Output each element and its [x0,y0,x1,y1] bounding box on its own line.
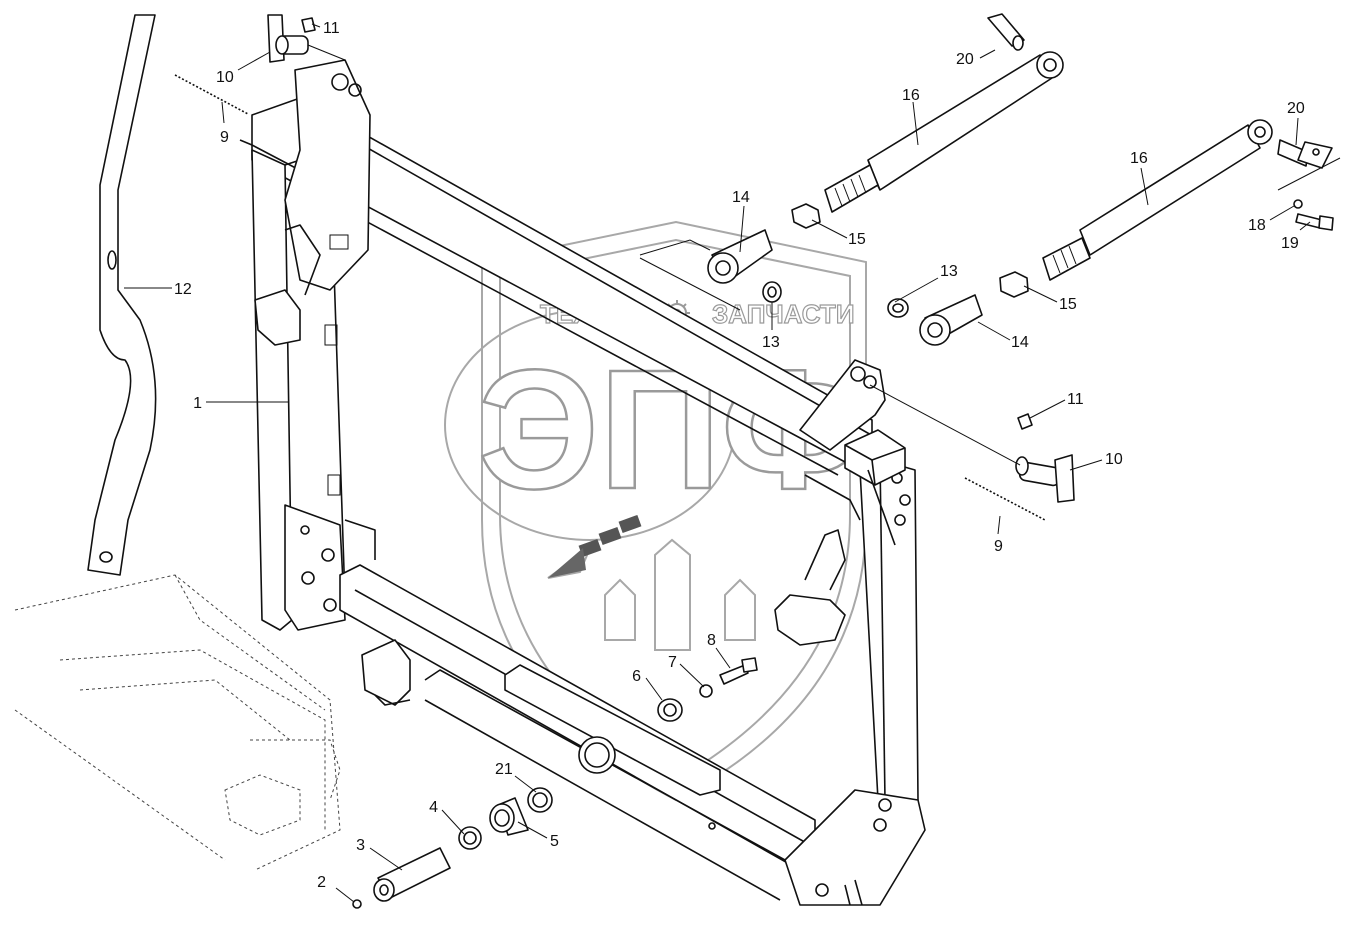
part-20-pin-lower [1277,139,1333,169]
part-14-rod-end-upper [639,229,773,311]
part-12-rod [87,14,157,576]
part-11-clip-right [1017,413,1033,430]
callout-2: 2 [317,874,326,891]
callout-12: 12 [174,281,192,298]
callout-19: 19 [1281,235,1299,252]
callout-9-left: 9 [220,129,229,146]
leader-lines [124,23,1311,903]
callout-10-left: 10 [216,69,234,86]
watermark-text-right: ЗАПЧАСТИ [712,299,855,329]
callout-10-right: 10 [1105,451,1123,468]
callout-15-upper: 15 [848,231,866,248]
callout-11-left: 11 [323,20,340,37]
callout-14-lower: 14 [1011,334,1029,351]
callout-labels: 1 2 3 4 5 6 7 8 9 9 10 10 11 11 12 13 13… [174,20,1305,891]
callout-6: 6 [632,668,641,685]
part-13-washer-lower [887,298,909,318]
part-15-nut-upper [791,203,821,229]
part-9-wire-left [174,74,249,115]
callout-21: 21 [495,761,513,778]
callout-1: 1 [193,395,202,412]
callout-18: 18 [1248,217,1266,234]
part-13-washer-upper [762,281,782,303]
callout-15-lower: 15 [1059,296,1077,313]
part-9-wire-right [964,477,1046,521]
wheat-icon [547,538,756,651]
callout-20-lower: 20 [1287,100,1305,117]
callout-7: 7 [668,654,677,671]
part-18-washer [1293,199,1303,209]
part-14-rod-end-lower [919,294,983,346]
part-1-frame [239,59,926,906]
callout-13-lower: 13 [940,263,958,280]
part-5-bearing [489,797,529,836]
callout-8: 8 [707,632,716,649]
tractor-outline [14,574,341,871]
part-8-bolt [719,657,758,685]
callout-16-upper: 16 [902,87,920,104]
callout-11-right: 11 [1067,391,1084,408]
part-16-rod-lower [1042,119,1273,281]
callout-9-right: 9 [994,538,1003,555]
part-10-pin-left [267,14,346,63]
callout-16-lower: 16 [1130,150,1148,167]
callout-4: 4 [429,799,438,816]
callout-13-upper: 13 [762,334,780,351]
part-10-pin-right [869,384,1075,503]
callout-20-upper: 20 [956,51,974,68]
part-15-nut-lower [999,271,1029,298]
callout-5: 5 [550,833,559,850]
part-4-bushing [458,826,482,850]
part-20-pin-upper [987,13,1025,51]
part-2-grease-fitting [352,899,362,909]
part-7-washer [699,684,713,698]
part-19-bolt [1295,213,1334,231]
part-11-clip-left [301,17,316,33]
callout-3: 3 [356,837,365,854]
part-3-shaft [373,847,451,902]
part-16-rod-upper [824,51,1064,213]
callout-14-upper: 14 [732,189,750,206]
part-21-bushing [527,787,553,813]
part-6-bushing [657,698,683,722]
